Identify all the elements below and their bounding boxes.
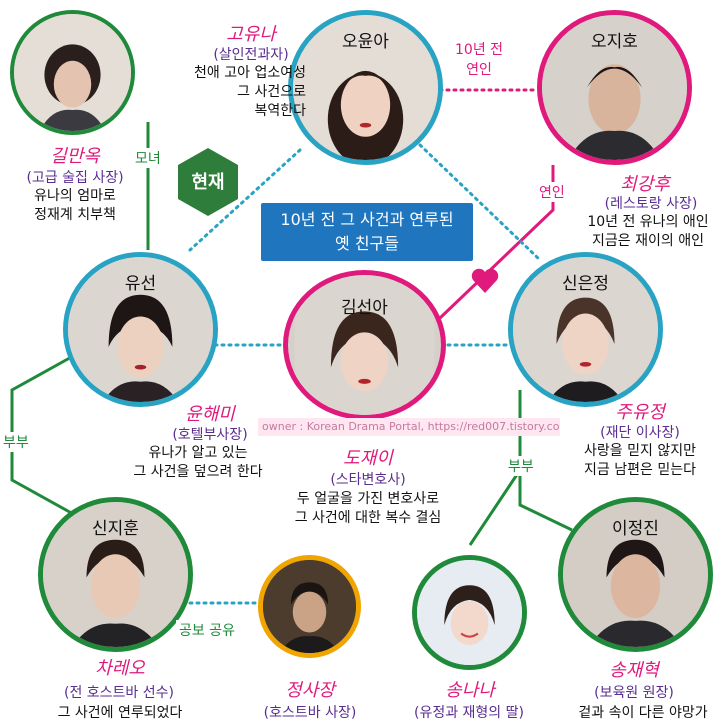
role-sinjihun: 차레오 [70, 654, 170, 680]
rel-past-lovers-2: 연인 [455, 60, 503, 80]
desc-sinjihun: 그 사건에 연루되었다 [30, 704, 210, 723]
rel-lovers: 연인 [536, 182, 568, 202]
job-gilmanok: (고급 술집 사장) [10, 167, 140, 187]
role-jeongsajang: 정사장 [260, 676, 360, 702]
face-icon [417, 560, 522, 665]
name-ijeongjin: 이정진 [563, 514, 708, 539]
desc-sineunjeong-1: 사랑을 믿지 않지만 [556, 442, 724, 461]
center-caption-line2: 옛 친구들 [261, 232, 473, 256]
desc-gilmanok: 유나의 엄마로 정재계 치부책 [10, 187, 140, 225]
role-yuseon: 윤해미 [160, 400, 260, 426]
desc-yuseon: 유나가 알고 있는 그 사건을 덮으려 한다 [118, 444, 278, 482]
face-icon [14, 14, 131, 131]
watermark: owner : Korean Drama Portal, https://red… [258, 418, 560, 436]
desc-gilmanok-2: 정재계 치부책 [10, 206, 140, 225]
job-jeongsajang: (호스트바 사장) [250, 702, 370, 722]
role-kimseona: 도재이 [318, 444, 418, 470]
heart-icon [470, 266, 500, 296]
desc-sineunjeong: 사랑을 믿지 않지만 지금 남편은 믿는다 [556, 442, 724, 480]
job-sinjihun: (전 호스트바 선수) [44, 682, 194, 702]
desc-yuseon-1: 유나가 알고 있는 [118, 444, 278, 463]
center-caption-box: 10년 전 그 사건과 연루된 옛 친구들 [261, 203, 473, 261]
job-oyuna: (살인전과자) [196, 44, 306, 64]
rel-mother-daughter: 모녀 [132, 148, 164, 168]
desc-sinjihun-1: 그 사건에 연루되었다 [30, 704, 210, 723]
desc-oyuna-1: 천애 고아 업소여성 [156, 64, 306, 83]
rel-past-lovers: 10년 전 연인 [452, 40, 506, 80]
center-caption-line1: 10년 전 그 사건과 연루된 [261, 208, 473, 232]
portrait-ijeongjin: 이정진 [558, 497, 713, 652]
desc-ijeongjin: 겉과 속이 다른 야망가 [560, 704, 726, 723]
desc-ojiho: 10년 전 유나의 애인 지금은 재이의 애인 [568, 213, 728, 251]
role-songnana: 송나나 [420, 676, 520, 702]
desc-ojiho-2: 지금은 재이의 애인 [568, 232, 728, 251]
name-yuseon: 유선 [68, 269, 213, 294]
rel-share-info: 공보 공유 [176, 620, 238, 640]
portrait-sinjihun: 신지훈 [38, 497, 193, 652]
rel-couple-right: 부부 [505, 456, 537, 476]
face-icon [263, 560, 356, 653]
rel-couple-left: 부부 [0, 432, 32, 452]
portrait-oyuna: 오윤아 [288, 10, 443, 165]
name-oyuna: 오윤아 [293, 27, 438, 52]
portrait-ojiho: 오지호 [537, 10, 692, 165]
desc-ojiho-1: 10년 전 유나의 애인 [568, 213, 728, 232]
desc-oyuna-2: 그 사건으로 [156, 83, 306, 102]
desc-sineunjeong-2: 지금 남편은 믿는다 [556, 461, 724, 480]
desc-yuseon-2: 그 사건을 덮으려 한다 [118, 463, 278, 482]
job-yuseon: (호텔부사장) [150, 424, 270, 444]
desc-gilmanok-1: 유나의 엄마로 [10, 187, 140, 206]
desc-kimseona-2: 그 사건에 대한 복수 결심 [268, 509, 468, 528]
job-kimseona: (스타변호사) [308, 469, 428, 489]
rel-past-lovers-1: 10년 전 [455, 40, 503, 60]
role-ijeongjin: 송재혁 [584, 656, 684, 682]
portrait-jeongsajang [258, 555, 361, 658]
line-child [470, 470, 520, 545]
desc-kimseona: 두 얼굴을 가진 변호사로 그 사건에 대한 복수 결심 [268, 490, 468, 528]
name-sinjihun: 신지훈 [43, 514, 188, 539]
job-songnana: (유정과 재형의 딸) [394, 702, 544, 722]
role-oyuna: 고유나 [206, 20, 296, 46]
portrait-sineunjeong: 신은정 [508, 252, 663, 407]
job-sineunjeong: (재단 이사장) [580, 422, 700, 442]
name-kimseona: 김선아 [288, 293, 441, 318]
portrait-kimseona: 김선아 [283, 270, 446, 420]
name-sineunjeong: 신은정 [513, 269, 658, 294]
job-ijeongjin: (보육원 원장) [574, 682, 694, 702]
present-badge-label: 현재 [178, 168, 238, 194]
desc-ijeongjin-1: 겉과 속이 다른 야망가 [560, 704, 726, 723]
job-ojiho: (레스토랑 사장) [586, 193, 716, 213]
role-sineunjeong: 주유정 [590, 398, 690, 424]
portrait-gilmanok [10, 10, 135, 135]
portrait-songnana [412, 555, 527, 670]
desc-oyuna: 천애 고아 업소여성 그 사건으로 복역한다 [156, 64, 306, 121]
portrait-yuseon: 유선 [63, 252, 218, 407]
role-gilmanok: 길만옥 [20, 142, 130, 168]
name-ojiho: 오지호 [542, 27, 687, 52]
desc-oyuna-3: 복역한다 [156, 102, 306, 121]
desc-kimseona-1: 두 얼굴을 가진 변호사로 [268, 490, 468, 509]
